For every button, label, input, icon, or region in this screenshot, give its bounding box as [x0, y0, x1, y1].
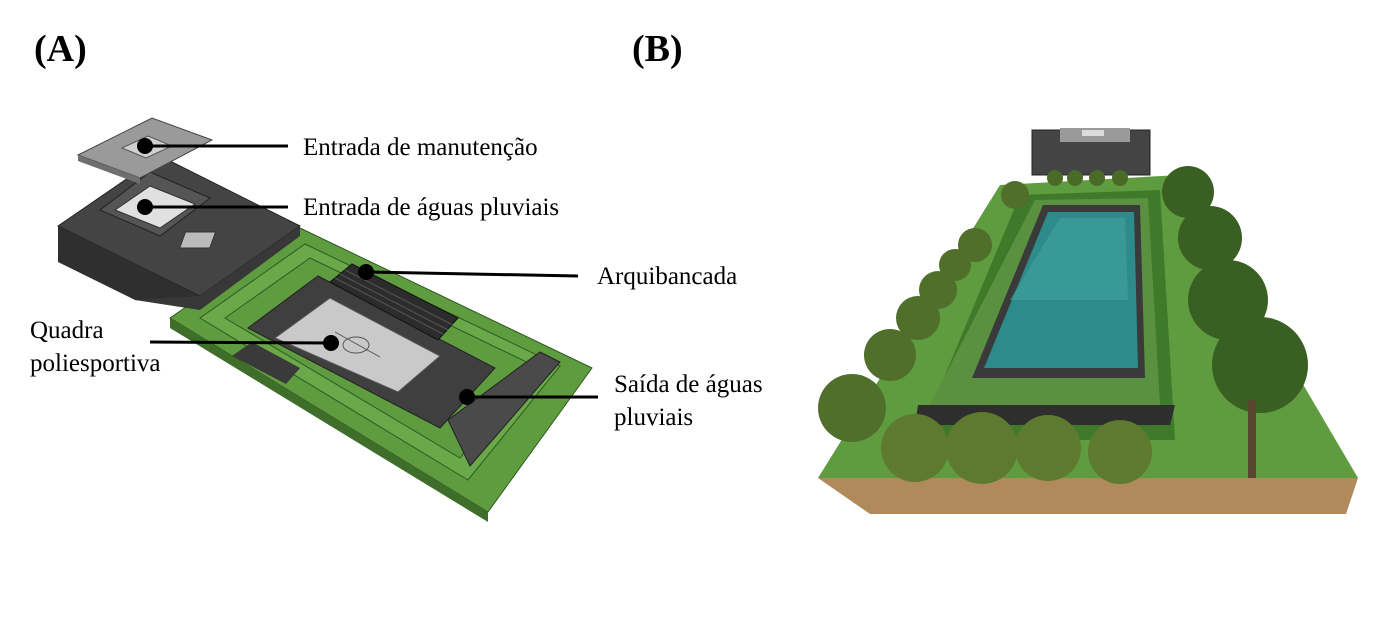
tree-row-right [1162, 166, 1308, 413]
leader-arquibancada [358, 264, 579, 280]
callout-entrada-manutencao: Entrada de manutenção [303, 134, 538, 161]
callout-entrada-aguas-pluviais: Entrada de águas pluviais [303, 194, 560, 221]
grass-base-side [170, 318, 488, 522]
callout-quadra-line1: Quadra [30, 317, 104, 344]
stormwater-outlet [447, 351, 561, 467]
front-channel [232, 342, 300, 384]
panel-a-label: (A) [34, 28, 87, 70]
bleacher-step [339, 273, 449, 331]
callout-saida-line2: pluviais [614, 404, 694, 431]
tree-row-front [881, 412, 1152, 484]
tree-row-left [818, 181, 1029, 442]
tree-trunk [1248, 400, 1256, 478]
inlet-building-hatch [1082, 130, 1104, 136]
shrub-row-back [1047, 170, 1128, 186]
leader-manutencao [137, 138, 288, 154]
inlet-grate [179, 231, 217, 249]
callout-quadra-poliesportiva: Quadra poliesportiva [30, 314, 161, 380]
inlet-structure-side [58, 226, 200, 306]
pool-water-highlight [1010, 218, 1128, 300]
maintenance-cover-edge [78, 155, 140, 184]
leader-quadra [149, 335, 339, 351]
callout-saida-line1: Saída de águas [614, 371, 763, 398]
callout-quadra-line2: poliesportiva [30, 350, 161, 377]
callout-saida-aguas-pluviais: Saída de águas pluviais [614, 368, 763, 434]
panel-b-label: (B) [632, 28, 683, 70]
leader-aguas-pluviais [137, 199, 288, 215]
callout-arquibancada: Arquibancada [597, 263, 738, 290]
inlet-structure-front [135, 226, 300, 310]
leader-saida [459, 389, 598, 405]
court-center-circle [342, 336, 370, 354]
court-mid-line [334, 331, 381, 358]
soil-base [818, 478, 1358, 514]
bleacher-step [334, 277, 444, 335]
